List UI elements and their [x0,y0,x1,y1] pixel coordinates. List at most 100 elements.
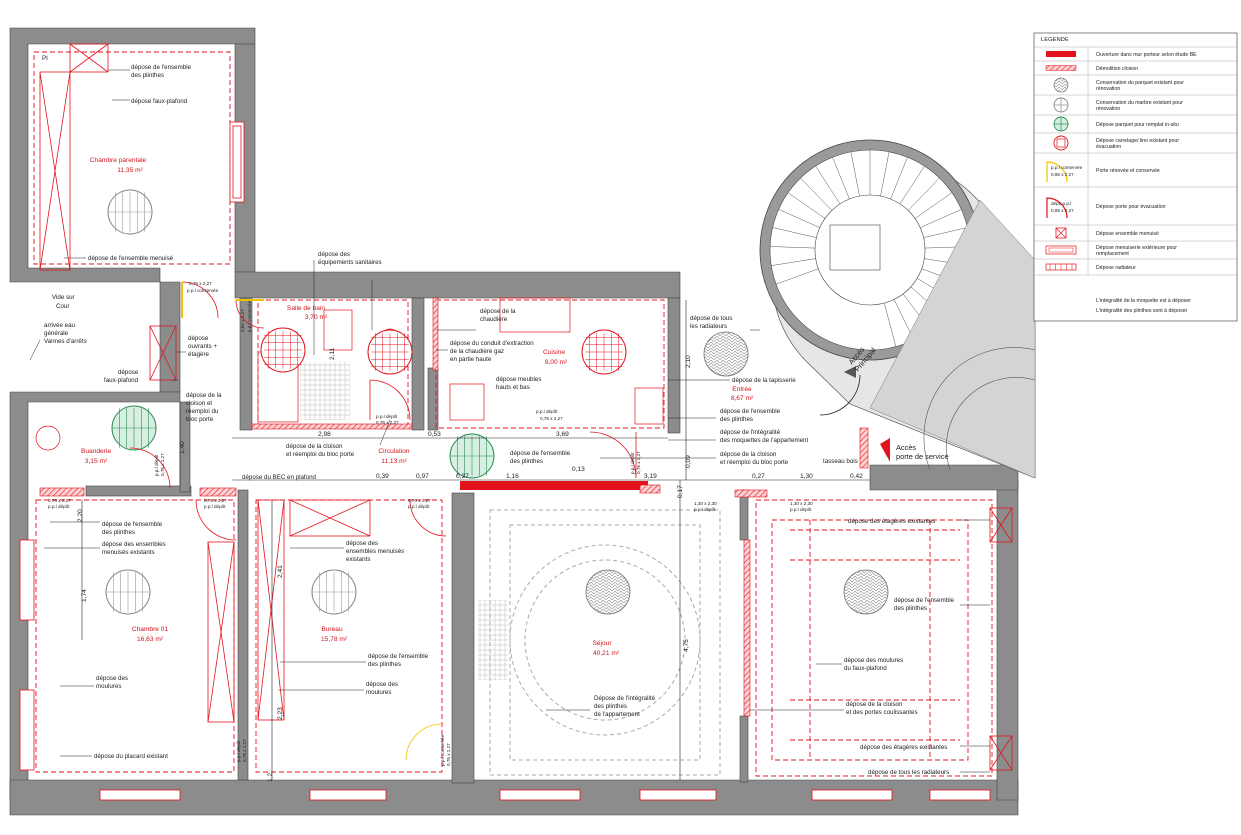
note-ch01-plinthes-1: dépose de l'ensemble [102,521,163,528]
stair-tread [778,209,820,228]
note-cloison-entree-1: dépose de la cloison [720,451,777,458]
note-bur-plinthes-1: dépose de l'ensemble [368,653,429,660]
door-tag: p.p.l dépôt [630,452,635,474]
doors [129,281,861,761]
door-tag: p.p.l dépôt [236,740,241,762]
legend-row-text: Dépose parquet pour remplat in-situ [1096,122,1179,128]
green-cross-circle-icon [1053,116,1069,132]
dimension-value: 2,23 [277,707,284,720]
note-conduit-2: de la chaudière gaz [450,348,504,355]
stair-tread [920,209,962,228]
note-sej-plinthes-3: de l'appartement [594,711,640,718]
tile-removal-icon [581,329,627,375]
room-chambre-parentale-name: Chambre parentale [90,157,147,164]
walls [9,27,1019,816]
door-tags: 0,76 x 2,27 p.p.l conservée 0,60 x 2,27 … [48,281,813,766]
note-bur-plinthes-2: des plinthes [368,661,401,668]
note-right-radiateurs: dépose de tous les radiateurs [868,769,949,776]
note-plinthes-circ-2: des plinthes [510,458,543,465]
note-sanitaires-1: dépose des [318,251,350,258]
note-plinthes-entree-1: dépose de l'ensemble [720,408,781,415]
door-tag: p.p.l conservée [247,300,252,332]
door-tag: 0,76 x 2,27 [242,739,247,762]
door-tag: p.p.l dépôt [154,454,159,476]
stair-tread [883,303,897,347]
double-frame-icon [1045,245,1077,255]
note-bur-menuis-2: ensembles menuisés [346,548,404,555]
note-bec: dépose du BEC en plafond [242,474,317,481]
stair-tread [899,165,925,205]
note-right-plinthes-1: dépose de l'ensemble [894,597,955,604]
note-ouvrants-1: dépose [188,335,209,342]
legend-door-tag: dépo p.p.l [1051,201,1071,206]
door-tag: 0,60 x 2,27 [240,309,245,332]
dimension-value: 0,17 [677,485,684,498]
legend-door-tag: 0,85 x 2,27 [1051,208,1074,213]
note-meubles-1: dépose meubles [496,376,541,383]
door-tag: p.p.l dépôt [408,504,430,509]
dimension-value: 0,27 [752,473,765,480]
room-bureau-name: Bureau [321,626,343,633]
room-buanderie-name: Buanderie [81,448,111,455]
stair-tread [775,268,819,285]
legend-row-text: Porte rénovée et conservée [1096,168,1160,174]
note-placard: dépose du placard existant [94,753,168,760]
stair-tread [908,177,940,211]
room-entree-area: 8,67 m² [731,395,754,402]
stair-tread [880,151,890,197]
dimension-value: 0,39 [376,473,389,480]
note-arrivee-1: arrivée eau [44,322,76,329]
tile-removal-icon [260,327,306,373]
note-faux-plafond: dépose faux-plafond [131,98,188,105]
note-ouvrants-2: ouvrants + [188,343,217,350]
note-chaudiere-2: chaudière [480,316,508,323]
note-cloison-bloc-3: réemploi du [186,408,219,415]
dimension-value: 0,09 [685,455,692,468]
dimension-value: 2,20 [77,509,84,522]
note-ch01-menuis-1: dépose des ensembles [102,541,166,548]
grey-herringbone-circle-icon [1053,77,1069,93]
note-ch01-menuis-2: menuisés existants [102,549,155,556]
note-conduit-1: dépose du conduit d'extraction [450,340,534,347]
dimension-lines [81,300,870,780]
demolition-elements [39,297,869,717]
room-cuisine-area: 8,00 m² [545,359,568,366]
door-tag: 0,76 x 2,27 [636,451,641,474]
dimension-value: 1,74 [81,589,88,602]
room-cuisine-name: Cuisine [543,349,565,356]
note-sanitaires-2: équipements sanitaires [318,259,382,266]
fixtures [35,297,664,451]
marble-keep-icon [311,569,357,615]
dimension-value: 3,69 [556,431,569,438]
door-tag: p.p.l dépôt [694,507,716,512]
legend-row: Dépose parquet pour remplat in-situ [1034,114,1237,133]
stair-tread [800,177,832,211]
room-chambre-01-area: 16,63 m² [137,636,164,643]
legend-panel: LEGENDE Ouverture dans mur porteur selon… [1033,32,1238,322]
marble-keep-icon [105,569,151,615]
dimension-value: 2,41 [277,565,284,578]
solid-red-bar-icon [1046,51,1076,57]
room-salle-de-bain-area: 3,70 m² [305,314,328,321]
dimension-value: 1,16 [506,473,519,480]
note-ch01-moulures-1: dépose des [96,675,128,682]
note-right-cloison-2: et des portes coulissantes [846,709,918,716]
legend-door-tag: 0,85 x 2,27 [1051,172,1074,177]
room-sejour-name: Séjour [592,640,612,647]
door-tag: p.p.l dépôt [790,507,812,512]
access-service-arrow [880,438,890,462]
legend-row-text: Démolition cloison [1096,66,1138,72]
stair-tread [787,192,826,219]
radiator-icon [1045,263,1077,271]
label-pi: PI [42,55,48,62]
legend-note-2: L'intégralité des plinthes sont à dépose… [1096,308,1188,314]
dimension-value: 1,40 [179,441,186,454]
note-cloison-entree-2: et réemploi du bloc porte [720,459,789,466]
note-radiateurs-1: dépose de tous [690,315,732,322]
door-tag: 1,30 x 2,30 [790,501,813,506]
